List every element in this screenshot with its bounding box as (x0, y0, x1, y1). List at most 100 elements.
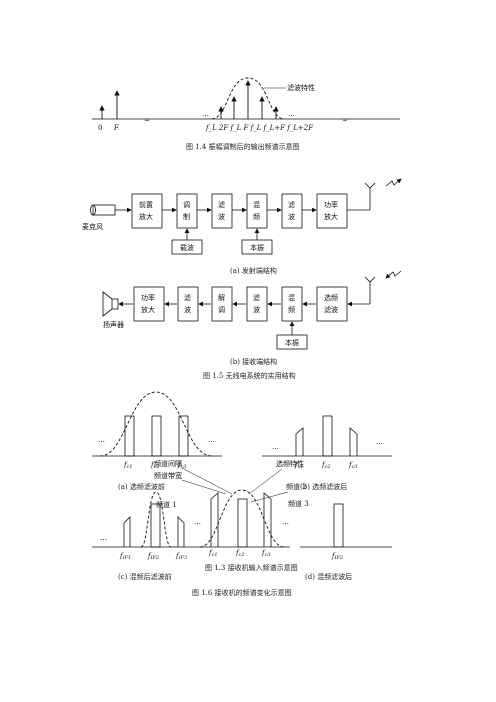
svg-text:频: 频 (253, 212, 260, 221)
radio-wave-rx-icon (385, 270, 402, 279)
svg-text:前置: 前置 (139, 200, 153, 209)
if-bar-3 (177, 516, 185, 547)
svg-text:fIF3: fIF3 (175, 552, 187, 561)
svg-text:fIF2: fIF2 (331, 552, 343, 561)
svg-text:混: 混 (253, 200, 260, 209)
svg-text:…: … (272, 443, 279, 451)
rf-bar-3 (263, 492, 272, 547)
axis-break-right: ≈ (342, 116, 348, 124)
svg-text:fc2: fc2 (150, 461, 160, 470)
label-channel3: 频道 3 (288, 499, 309, 508)
channel-bar-b3 (349, 427, 358, 456)
label-channel1: 频道 1 (156, 500, 177, 509)
svg-text:fc3: fc3 (177, 461, 187, 470)
block-modulate (176, 193, 198, 229)
svg-text:混: 混 (288, 293, 295, 302)
block-filter-2 (281, 193, 303, 229)
svg-text:波: 波 (218, 212, 225, 221)
block-power-amp (316, 193, 348, 229)
lo-label-rx: 本振 (285, 338, 299, 347)
if-bar-2 (150, 503, 161, 548)
svg-text:功率: 功率 (324, 200, 338, 209)
svg-text:fc3: fc3 (348, 461, 358, 470)
rf-bar-2 (237, 498, 248, 548)
svg-text:滤波: 滤波 (324, 305, 338, 314)
channel-bar-a3 (178, 415, 189, 457)
dots-left: … (202, 110, 209, 118)
svg-text:调: 调 (218, 305, 225, 314)
svg-text:滤: 滤 (184, 293, 191, 302)
svg-text:波: 波 (184, 305, 191, 314)
svg-text:fIF1: fIF1 (119, 552, 131, 561)
svg-text:波: 波 (288, 212, 295, 221)
axis-zero-label: 0 (98, 124, 102, 132)
fig-1-3-caption: 图 1.3 接收机输入频谱示意图 (205, 563, 298, 572)
dots-right: … (288, 110, 295, 118)
radio-wave-icon (385, 178, 402, 187)
svg-text:fc1: fc1 (208, 549, 218, 558)
label-channel2: 频道 2 (286, 482, 307, 491)
svg-text:调: 调 (183, 200, 190, 209)
fig-1-4-caption: 图 1.4 振幅调制后的输出频谱示意图 (186, 142, 300, 151)
microphone-icon (92, 204, 116, 216)
svg-text:功率: 功率 (141, 293, 155, 302)
svg-text:fc1: fc1 (294, 461, 304, 470)
if-bar-d (333, 503, 344, 548)
if-bar-1 (123, 516, 131, 547)
svg-text:滤: 滤 (218, 200, 225, 209)
axis-F-label: F (113, 124, 120, 132)
channel-bar-a1 (124, 415, 135, 457)
speaker-icon (111, 298, 119, 310)
svg-text:…: … (100, 534, 107, 542)
svg-text:…: … (194, 518, 201, 526)
block-filter-1 (211, 193, 233, 229)
block-preamp (131, 193, 163, 229)
block-preselect-filter (316, 286, 348, 322)
lo-label-tx: 本振 (250, 243, 264, 252)
svg-text:fIF2: fIF2 (147, 552, 159, 561)
sub-a: (a) 选频滤波前 (118, 482, 165, 491)
label-band-gap: 频道间隔 (154, 459, 182, 468)
sub-d: (d) 混频滤波后 (305, 572, 352, 581)
svg-text:制: 制 (183, 212, 190, 221)
svg-text:fc3: fc3 (261, 549, 271, 558)
speaker-label: 扬声器 (103, 320, 124, 329)
svg-text:解: 解 (218, 293, 225, 302)
figure-1-4: ≈ ≈ 滤波特性 … … 0 F f_L 2F f_L F f_L f_L+F … (92, 77, 400, 151)
label-band-width: 频道带宽 (154, 471, 182, 480)
sub-b: (b) 选频滤波后 (300, 482, 347, 491)
figure-1-5a-transmitter: 麦克风 前置 放大 调 制 滤 波 混 频 滤 波 功率 放大 载波 本振 (82, 178, 402, 275)
svg-text:滤: 滤 (253, 293, 260, 302)
block-rx-power-amp (133, 286, 165, 322)
svg-text:放大: 放大 (141, 305, 155, 314)
block-rx-mixer (281, 286, 303, 322)
filter-label: 滤波特性 (287, 83, 315, 92)
rf-bar-1 (210, 492, 219, 547)
fig-1-6-caption: 图 1.6 接收机的频谱变化示意图 (192, 588, 292, 597)
channel-bar-a2 (151, 415, 162, 457)
svg-text:放大: 放大 (324, 212, 338, 221)
svg-text:滤: 滤 (288, 200, 295, 209)
block-mixer (246, 193, 268, 229)
sub-c: (c) 混频后滤波前 (118, 572, 172, 581)
svg-text:…: … (98, 436, 105, 444)
selectivity-curve-a (99, 391, 213, 457)
svg-text:选频: 选频 (324, 293, 338, 302)
fig-1-5-caption: 图 1.5 无线电系统的实用结构 (203, 371, 296, 380)
block-rx-filter-2 (246, 286, 268, 322)
mic-label: 麦克风 (82, 222, 103, 231)
filter-characteristic-curve (211, 77, 285, 120)
svg-text:…: … (282, 518, 289, 526)
channel-bar-b2 (322, 415, 333, 457)
svg-text:…: … (376, 438, 383, 446)
channel-bar-b1 (295, 427, 304, 456)
carrier-label: 载波 (180, 243, 194, 252)
svg-text:fc2: fc2 (235, 549, 245, 558)
figure-1-5b-receiver: 扬声器 功率 放大 滤 波 解 调 滤 波 混 频 选频 滤波 本振 (b) 接… (102, 270, 402, 380)
fig-1-5b-subcaption: (b) 接收端结构 (230, 357, 277, 366)
freq-labels-am: f_L 2F f_L F f_L f_L+F f_L+2F (205, 124, 314, 132)
svg-text:波: 波 (253, 305, 260, 314)
svg-text:fc1: fc1 (123, 461, 133, 470)
figure-1-6: … … fc1 fc2 fc3 频道间隔 频道带宽 (a) 选频滤波前 … … … (92, 391, 392, 597)
